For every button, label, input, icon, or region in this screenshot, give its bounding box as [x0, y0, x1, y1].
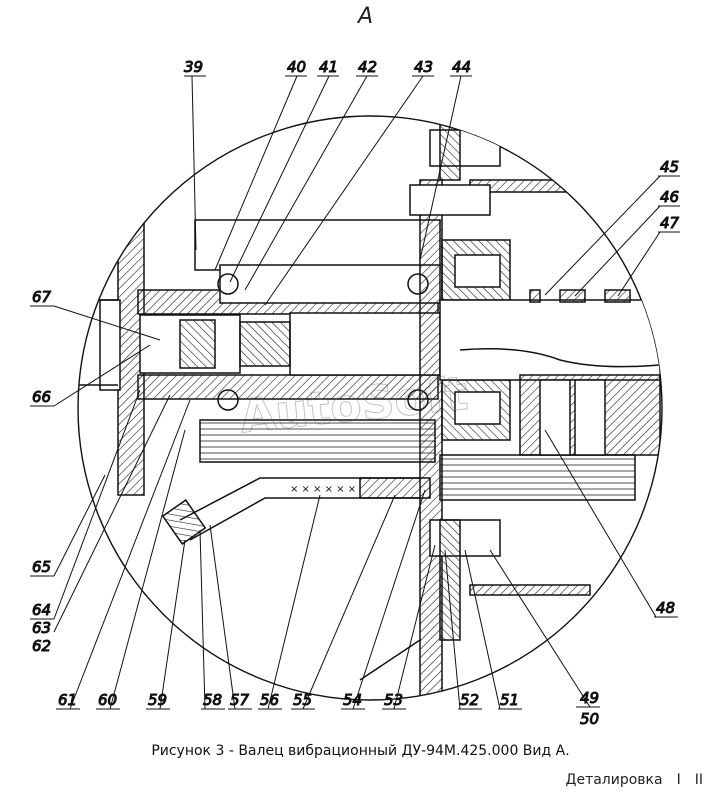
callout-51: 51 — [464, 549, 522, 710]
callouts: 39 40 41 42 43 44 45 46 47 67 66 65 64 6… — [30, 58, 680, 729]
rotor — [289, 312, 441, 376]
svg-text:56: 56 — [260, 691, 279, 709]
svg-text:40: 40 — [287, 58, 306, 76]
callout-42: 42 — [244, 58, 378, 291]
page-link-2[interactable]: II — [694, 772, 703, 788]
housing-bottom — [137, 374, 439, 400]
svg-text:42: 42 — [358, 58, 377, 76]
svg-text:47: 47 — [660, 214, 680, 232]
svg-text:48: 48 — [656, 599, 675, 617]
callout-61: 61 — [56, 399, 191, 710]
callout-44: 44 — [419, 58, 472, 261]
callout-53: 53 — [382, 544, 436, 710]
svg-text:43: 43 — [414, 58, 433, 76]
callout-56: 56 — [258, 494, 321, 710]
callout-65: 65 — [30, 474, 106, 577]
callout-45: 45 — [544, 158, 680, 296]
callout-52: 52 — [444, 549, 482, 710]
callout-43: 43 — [264, 58, 434, 306]
svg-text:65: 65 — [32, 558, 51, 576]
callout-54: 54 — [341, 489, 426, 710]
oil-tank — [199, 419, 436, 463]
callout-64: 64 — [30, 389, 141, 620]
view-label: А — [358, 4, 374, 29]
callout-63: 63 — [32, 619, 52, 638]
callout-48: 48 — [544, 429, 678, 618]
callout-66: 66 — [30, 344, 151, 407]
callout-60: 60 — [96, 429, 186, 710]
callout-41: 41 — [229, 58, 339, 283]
footer-title: Деталировка — [565, 772, 663, 788]
callout-57: 57 — [209, 524, 252, 710]
svg-text:50: 50 — [580, 710, 599, 728]
svg-text:55: 55 — [293, 691, 312, 709]
svg-text:46: 46 — [660, 188, 679, 206]
callout-58: 58 — [199, 529, 225, 710]
svg-text:64: 64 — [32, 601, 51, 619]
svg-text:66: 66 — [32, 388, 51, 406]
svg-text:53: 53 — [384, 691, 403, 709]
svg-text:51: 51 — [500, 691, 519, 709]
callout-50: 50 — [580, 710, 600, 729]
callout-46: 46 — [574, 188, 680, 297]
svg-text:52: 52 — [460, 691, 479, 709]
svg-text:44: 44 — [452, 58, 471, 76]
svg-text:61: 61 — [58, 691, 77, 709]
callout-39: 39 — [184, 58, 206, 251]
svg-text:63: 63 — [32, 619, 51, 637]
callout-59: 59 — [146, 539, 186, 710]
svg-text:41: 41 — [319, 58, 338, 76]
svg-text:39: 39 — [184, 58, 203, 76]
callout-49: 49 — [489, 549, 600, 708]
callout-67: 67 — [30, 288, 161, 341]
svg-text:45: 45 — [660, 158, 679, 176]
svg-text:54: 54 — [343, 691, 362, 709]
callout-47: 47 — [617, 214, 680, 297]
callout-55: 55 — [291, 494, 396, 710]
page-link-1[interactable]: I — [676, 772, 681, 788]
svg-text:× × × × × ×: × × × × × × — [290, 484, 356, 495]
svg-text:58: 58 — [203, 691, 222, 709]
footer-nav: Деталировка I II — [566, 772, 703, 788]
svg-text:49: 49 — [580, 689, 599, 707]
svg-text:62: 62 — [32, 637, 51, 655]
callout-40: 40 — [214, 58, 307, 271]
view-circle — [77, 115, 663, 701]
callout-62: 62 — [32, 394, 171, 656]
svg-text:60: 60 — [98, 691, 117, 709]
right-wall — [419, 179, 443, 700]
figure-caption: Рисунок 3 - Валец вибрационный ДУ-94М.42… — [151, 743, 570, 759]
svg-text:67: 67 — [32, 288, 52, 306]
svg-text:59: 59 — [148, 691, 167, 709]
assembly: × × × × × × — [78, 116, 661, 700]
